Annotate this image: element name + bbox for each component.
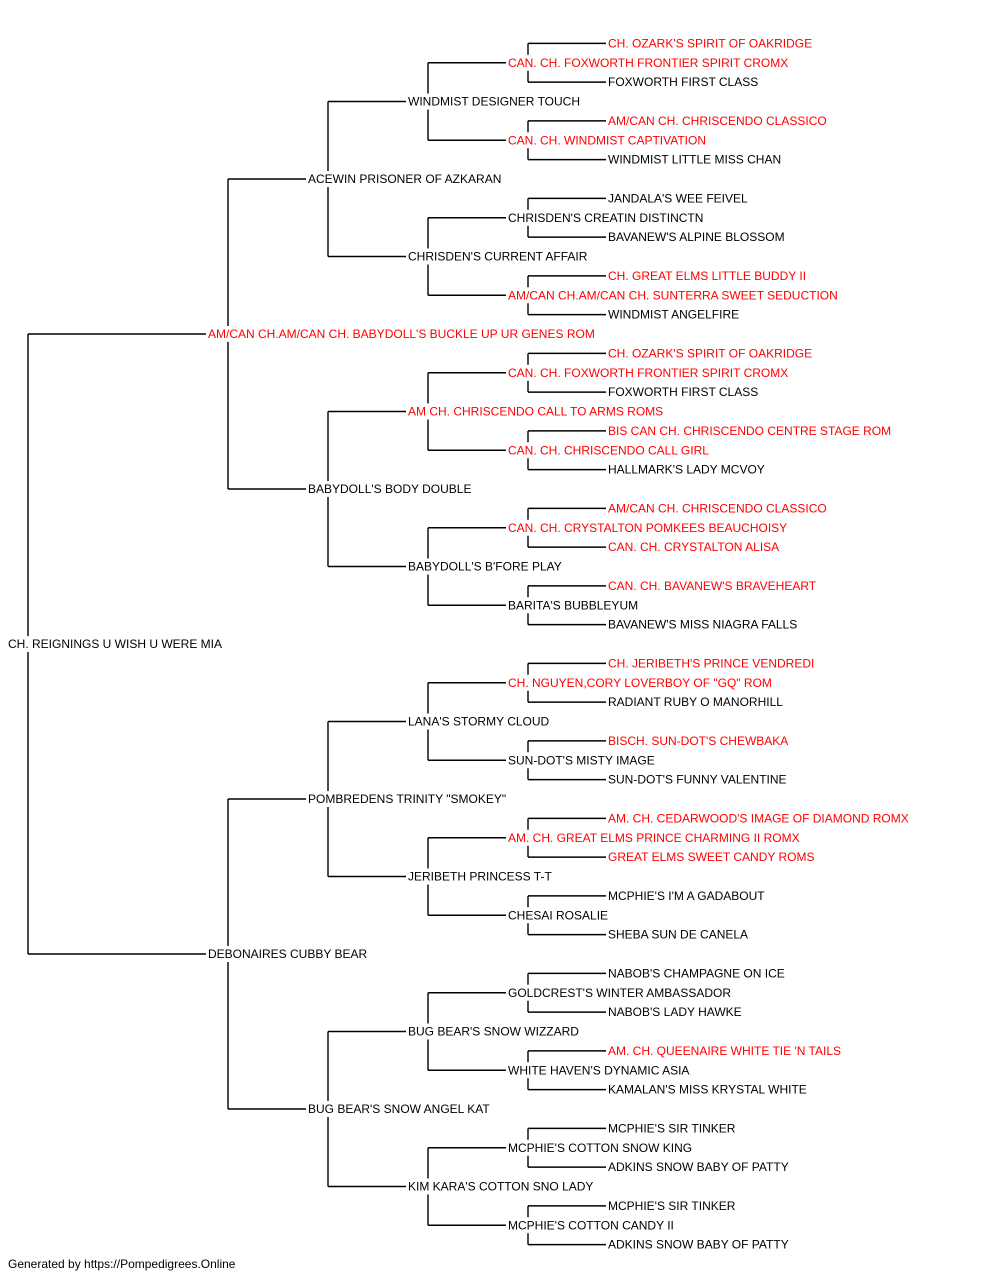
pedigree-name-gen5-30: CAN. CH. BAVANEW'S BRAVEHEART bbox=[608, 579, 817, 593]
pedigree-name-gen4-11: CHRISDEN'S CREATIN DISTINCTN bbox=[508, 211, 703, 225]
footer-credit: Generated by https://Pompedigrees.Online bbox=[8, 1257, 236, 1271]
pedigree-name-gen4-22: CAN. CH. CHRISCENDO CALL GIRL bbox=[508, 443, 709, 457]
pedigree-name-gen2-17: BABYDOLL'S BODY DOUBLE bbox=[308, 482, 471, 496]
pedigree-name-gen3-18: AM CH. CHRISCENDO CALL TO ARMS ROMS bbox=[408, 405, 663, 419]
pedigree-name-gen5-58: MCPHIE'S SIR TINKER bbox=[608, 1121, 736, 1135]
pedigree-name-gen5-51: NABOB'S CHAMPAGNE ON ICE bbox=[608, 966, 785, 980]
pedigree-name-gen5-55: KAMALAN'S MISS KRYSTAL WHITE bbox=[608, 1083, 807, 1097]
pedigree-name-gen5-47: SHEBA SUN DE CANELA bbox=[608, 928, 748, 942]
pedigree-name-gen4-19: CAN. CH. FOXWORTH FRONTIER SPIRIT CROMX bbox=[508, 366, 788, 380]
pedigree-name-gen4-42: AM. CH. GREAT ELMS PRINCE CHARMING II RO… bbox=[508, 831, 800, 845]
pedigree-name-gen5-8: AM/CAN CH. CHRISCENDO CLASSICO bbox=[608, 114, 827, 128]
pedigree-name-gen5-21: FOXWORTH FIRST CLASS bbox=[608, 385, 758, 399]
pedigree-name-gen4-26: CAN. CH. CRYSTALTON POMKEES BEAUCHOISY bbox=[508, 521, 787, 535]
pedigree-name-gen4-4: CAN. CH. FOXWORTH FRONTIER SPIRIT CROMX bbox=[508, 56, 788, 70]
pedigree-name-gen5-27: AM/CAN CH. CHRISCENDO CLASSICO bbox=[608, 501, 827, 515]
pedigree-name-gen3-56: KIM KARA'S COTTON SNO LADY bbox=[408, 1180, 593, 1194]
pedigree-name-gen5-61: MCPHIE'S SIR TINKER bbox=[608, 1199, 736, 1213]
pedigree-name-gen5-36: CH. JERIBETH'S PRINCE VENDREDI bbox=[608, 656, 814, 670]
pedigree-name-gen3-41: JERIBETH PRINCESS T-T bbox=[408, 870, 552, 884]
pedigree-name-gen4-7: CAN. CH. WINDMIST CAPTIVATION bbox=[508, 133, 706, 147]
pedigree-name-gen3-34: LANA'S STORMY CLOUD bbox=[408, 715, 550, 729]
pedigree-name-gen2-48: BUG BEAR'S SNOW ANGEL KAT bbox=[308, 1102, 490, 1116]
pedigree-name-gen0-0: CH. REIGNINGS U WISH U WERE MIA bbox=[8, 637, 222, 651]
pedigree-name-gen3-49: BUG BEAR'S SNOW WIZZARD bbox=[408, 1025, 579, 1039]
pedigree-name-gen5-13: BAVANEW'S ALPINE BLOSSOM bbox=[608, 230, 785, 244]
pedigree-name-gen4-50: GOLDCREST'S WINTER AMBASSADOR bbox=[508, 986, 731, 1000]
pedigree-name-gen5-59: ADKINS SNOW BABY OF PATTY bbox=[608, 1160, 789, 1174]
pedigree-name-gen1-1: AM/CAN CH.AM/CAN CH. BABYDOLL'S BUCKLE U… bbox=[208, 327, 595, 341]
pedigree-name-gen4-14: AM/CAN CH.AM/CAN CH. SUNTERRA SWEET SEDU… bbox=[508, 288, 838, 302]
pedigree-name-gen4-45: CHESAI ROSALIE bbox=[508, 908, 608, 922]
pedigree-name-gen5-40: SUN-DOT'S FUNNY VALENTINE bbox=[608, 773, 787, 787]
pedigree-name-gen3-10: CHRISDEN'S CURRENT AFFAIR bbox=[408, 250, 588, 264]
pedigree-name-gen3-25: BABYDOLL'S B'FORE PLAY bbox=[408, 560, 562, 574]
pedigree-name-gen4-35: CH. NGUYEN,CORY LOVERBOY OF "GQ" ROM bbox=[508, 676, 772, 690]
pedigree-name-gen2-33: POMBREDENS TRINITY "SMOKEY" bbox=[308, 792, 506, 806]
pedigree-name-gen5-54: AM. CH. QUEENAIRE WHITE TIE 'N TAILS bbox=[608, 1044, 841, 1058]
pedigree-name-gen5-23: BIS CAN CH. CHRISCENDO CENTRE STAGE ROM bbox=[608, 424, 891, 438]
pedigree-name-gen5-46: MCPHIE'S I'M A GADABOUT bbox=[608, 889, 765, 903]
pedigree-name-gen5-44: GREAT ELMS SWEET CANDY ROMS bbox=[608, 850, 814, 864]
pedigree-name-labels: CH. REIGNINGS U WISH U WERE MIA AM/CAN CH… bbox=[8, 36, 909, 1251]
pedigree-name-gen5-31: BAVANEW'S MISS NIAGRA FALLS bbox=[608, 618, 797, 632]
pedigree-name-gen5-20: CH. OZARK'S SPIRIT OF OAKRIDGE bbox=[608, 346, 812, 360]
pedigree-name-gen4-53: WHITE HAVEN'S DYNAMIC ASIA bbox=[508, 1063, 689, 1077]
pedigree-name-gen5-52: NABOB'S LADY HAWKE bbox=[608, 1005, 742, 1019]
pedigree-name-gen5-24: HALLMARK'S LADY MCVOY bbox=[608, 463, 765, 477]
pedigree-name-gen5-16: WINDMIST ANGELFIRE bbox=[608, 308, 739, 322]
pedigree-name-gen4-60: MCPHIE'S COTTON CANDY II bbox=[508, 1218, 674, 1232]
pedigree-name-gen5-37: RADIANT RUBY O MANORHILL bbox=[608, 695, 783, 709]
pedigree-name-gen1-32: DEBONAIRES CUBBY BEAR bbox=[208, 947, 367, 961]
pedigree-name-gen4-57: MCPHIE'S COTTON SNOW KING bbox=[508, 1141, 692, 1155]
pedigree-name-gen5-9: WINDMIST LITTLE MISS CHAN bbox=[608, 153, 781, 167]
pedigree-name-gen5-43: AM. CH. CEDARWOOD'S IMAGE OF DIAMOND ROM… bbox=[608, 811, 909, 825]
pedigree-name-gen5-12: JANDALA'S WEE FEIVEL bbox=[608, 191, 748, 205]
pedigree-name-gen5-62: ADKINS SNOW BABY OF PATTY bbox=[608, 1238, 789, 1252]
pedigree-name-gen4-29: BARITA'S BUBBLEYUM bbox=[508, 598, 638, 612]
pedigree-name-gen5-39: BISCH. SUN-DOT'S CHEWBAKA bbox=[608, 734, 788, 748]
pedigree-name-gen3-3: WINDMIST DESIGNER TOUCH bbox=[408, 95, 580, 109]
pedigree-name-gen2-2: ACEWIN PRISONER OF AZKARAN bbox=[308, 172, 501, 186]
pedigree-name-gen5-15: CH. GREAT ELMS LITTLE BUDDY II bbox=[608, 269, 806, 283]
pedigree-name-gen5-6: FOXWORTH FIRST CLASS bbox=[608, 75, 758, 89]
pedigree-name-gen5-28: CAN. CH. CRYSTALTON ALISA bbox=[608, 540, 779, 554]
pedigree-connector-lines bbox=[27, 42, 606, 1246]
pedigree-name-gen5-5: CH. OZARK'S SPIRIT OF OAKRIDGE bbox=[608, 36, 812, 50]
pedigree-name-gen4-38: SUN-DOT'S MISTY IMAGE bbox=[508, 753, 655, 767]
